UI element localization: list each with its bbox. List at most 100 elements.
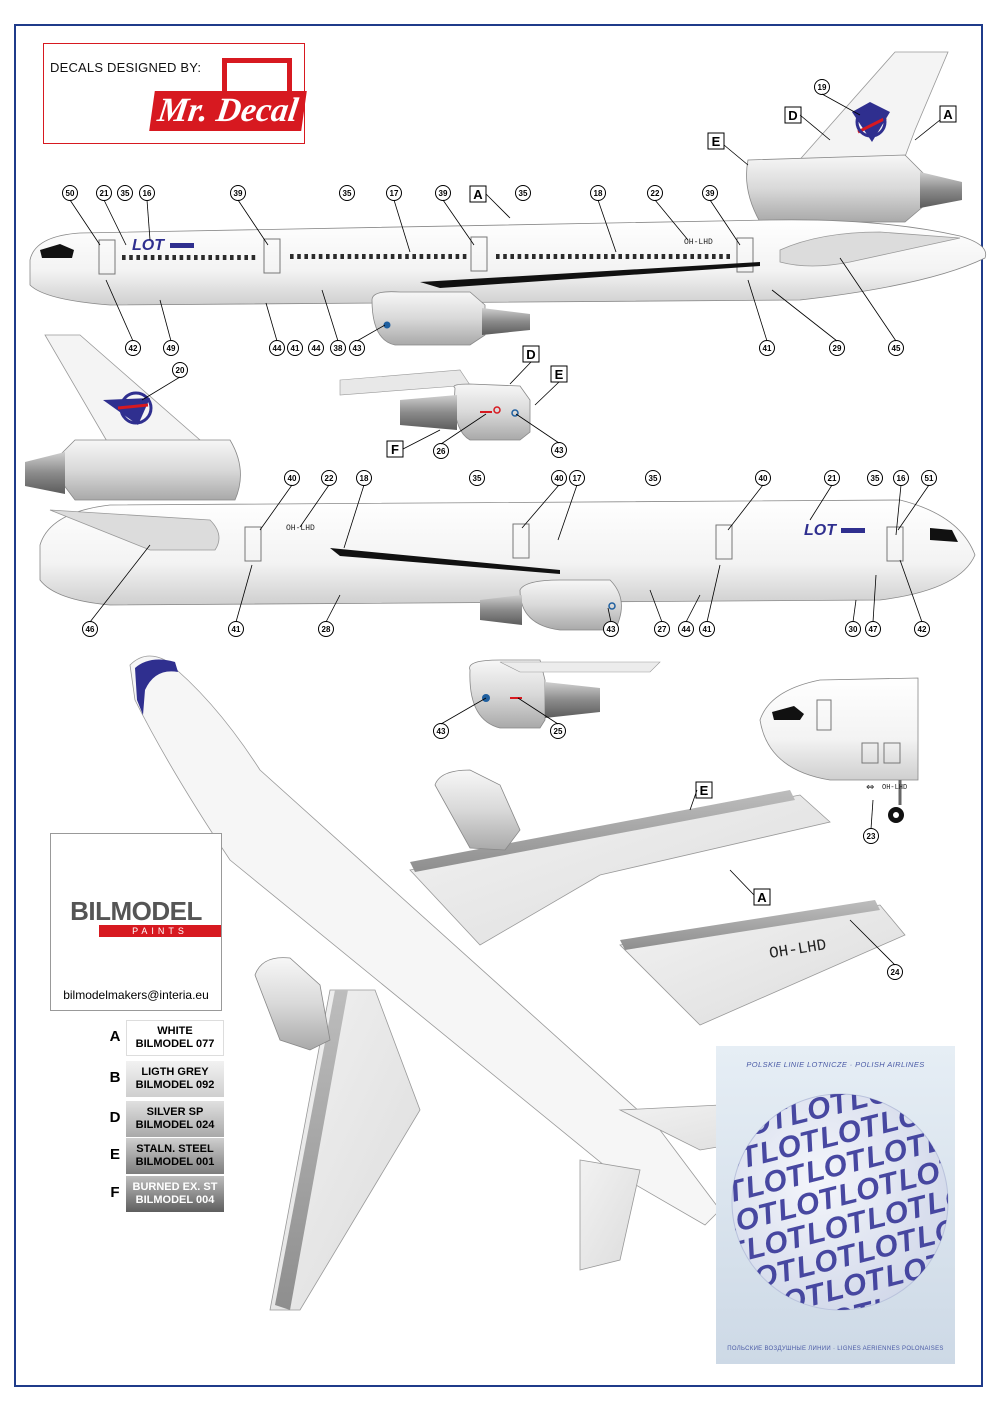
letter-box-D: D (522, 345, 540, 363)
cabin-window (340, 254, 344, 259)
globe-word: LOT (716, 1081, 746, 1128)
letter-label: E (712, 134, 721, 149)
cabin-window (510, 254, 514, 259)
paint-name: LIGTH GREY (141, 1066, 209, 1078)
globe-word: LOT (716, 1268, 741, 1315)
cabin-window (186, 255, 191, 260)
cabin-window (150, 255, 155, 260)
globe-word: LOT (716, 1325, 758, 1364)
lot-title-left: LOT (804, 522, 837, 539)
callout-number: 19 (818, 83, 827, 92)
callout-number: 24 (891, 968, 900, 977)
engine-detail-small (469, 659, 661, 729)
callout-41: 41 (759, 340, 775, 356)
callout-number: 21 (100, 189, 109, 198)
cabin-window (553, 254, 558, 259)
callout-number: 40 (759, 474, 768, 483)
wing-lower-left (269, 989, 421, 1311)
paint-code: BILMODEL 004 (135, 1194, 215, 1206)
callout-number: 40 (288, 474, 297, 483)
cabin-window (179, 255, 184, 260)
callout-21: 21 (96, 185, 112, 201)
cabin-window (398, 254, 402, 259)
cabin-window (304, 254, 308, 259)
mr-decal-logo: DECALS DESIGNED BY: Mr. Decal (43, 43, 307, 144)
cabin-window (719, 254, 723, 259)
wing-engine-right (371, 291, 486, 346)
cabin-window (383, 254, 388, 259)
cabin-window (333, 254, 337, 259)
doors-left (244, 523, 904, 562)
globe-word: LOT (716, 1292, 770, 1339)
poster-globe: LOTLOTLOTLOTLOTLOTLOTLOTLOTLOTLOTLOTLOTL… (716, 1051, 955, 1364)
letter-label: F (391, 442, 399, 457)
callout-27: 27 (654, 621, 670, 637)
paint-swatch: LIGTH GREY BILMODEL 092 (126, 1061, 224, 1097)
globe-word: LOT (906, 1055, 955, 1102)
cabin-window (589, 254, 594, 259)
callout-41: 41 (228, 621, 244, 637)
bilmodel-panel: BILMODEL PAINTS bilmodelmakers@interia.e… (50, 833, 222, 1011)
cabin-window (194, 255, 198, 260)
callout-17: 17 (386, 185, 402, 201)
paint-row-f: F BURNED EX. ST BILMODEL 004 (106, 1176, 226, 1212)
paint-swatch: WHITE BILMODEL 077 (126, 1020, 224, 1056)
globe-word: LOT (798, 1051, 867, 1098)
callout-43: 43 (349, 340, 365, 356)
letter-label: A (943, 107, 953, 122)
cockpit-window (40, 244, 74, 258)
fuselage-left (39, 499, 976, 606)
callout-40: 40 (551, 470, 567, 486)
cabin-window (618, 254, 622, 259)
callout-number: 43 (437, 727, 446, 736)
callout-number: 49 (167, 344, 176, 353)
cabin-window (690, 254, 694, 259)
cabin-window (726, 254, 730, 259)
cabin-window (426, 254, 431, 259)
paint-name: SILVER SP (146, 1106, 204, 1118)
callout-number: 35 (519, 189, 528, 198)
letter-label: A (757, 890, 767, 905)
paint-swatch: STALN. STEEL BILMODEL 001 (126, 1138, 224, 1174)
callout-number: 21 (828, 474, 837, 483)
registration-nose: OH-LHD (882, 784, 907, 792)
cabin-window (517, 254, 522, 259)
cabin-window (596, 254, 601, 259)
cabin-window (604, 254, 608, 259)
globe-word: LOT (937, 1078, 955, 1125)
paint-letter: E (109, 1146, 120, 1163)
tail-engine (746, 154, 926, 223)
callout-number: 45 (892, 344, 901, 353)
callout-number: 44 (682, 625, 691, 634)
paint-row-b: B LIGTH GREY BILMODEL 092 (106, 1061, 226, 1097)
cabin-window (158, 255, 162, 260)
callout-35: 35 (867, 470, 883, 486)
top-view (129, 655, 831, 1311)
cabin-window (640, 254, 644, 259)
callout-18: 18 (590, 185, 606, 201)
engine-lower (254, 957, 331, 1051)
callout-number: 47 (869, 625, 878, 634)
cabin-window (251, 255, 256, 260)
callout-21: 21 (824, 470, 840, 486)
letter-label: D (526, 347, 535, 362)
cabin-window (503, 254, 507, 259)
bilmodel-logo: BILMODEL (70, 896, 202, 926)
callout-number: 35 (649, 474, 658, 483)
cabin-window (712, 254, 716, 259)
cabin-window (676, 254, 680, 259)
callout-number: 25 (554, 727, 563, 736)
callout-39: 39 (435, 185, 451, 201)
cabin-window (524, 254, 529, 259)
callout-16: 16 (893, 470, 909, 486)
callout-35: 35 (645, 470, 661, 486)
cabin-window (455, 254, 460, 259)
callout-number: 43 (353, 344, 362, 353)
callout-number: 41 (232, 625, 241, 634)
bilmodel-email: bilmodelmakers@interia.eu (63, 988, 209, 1002)
cabin-window (625, 254, 630, 259)
callout-25: 25 (550, 723, 566, 739)
letter-box-D: D (784, 106, 802, 124)
